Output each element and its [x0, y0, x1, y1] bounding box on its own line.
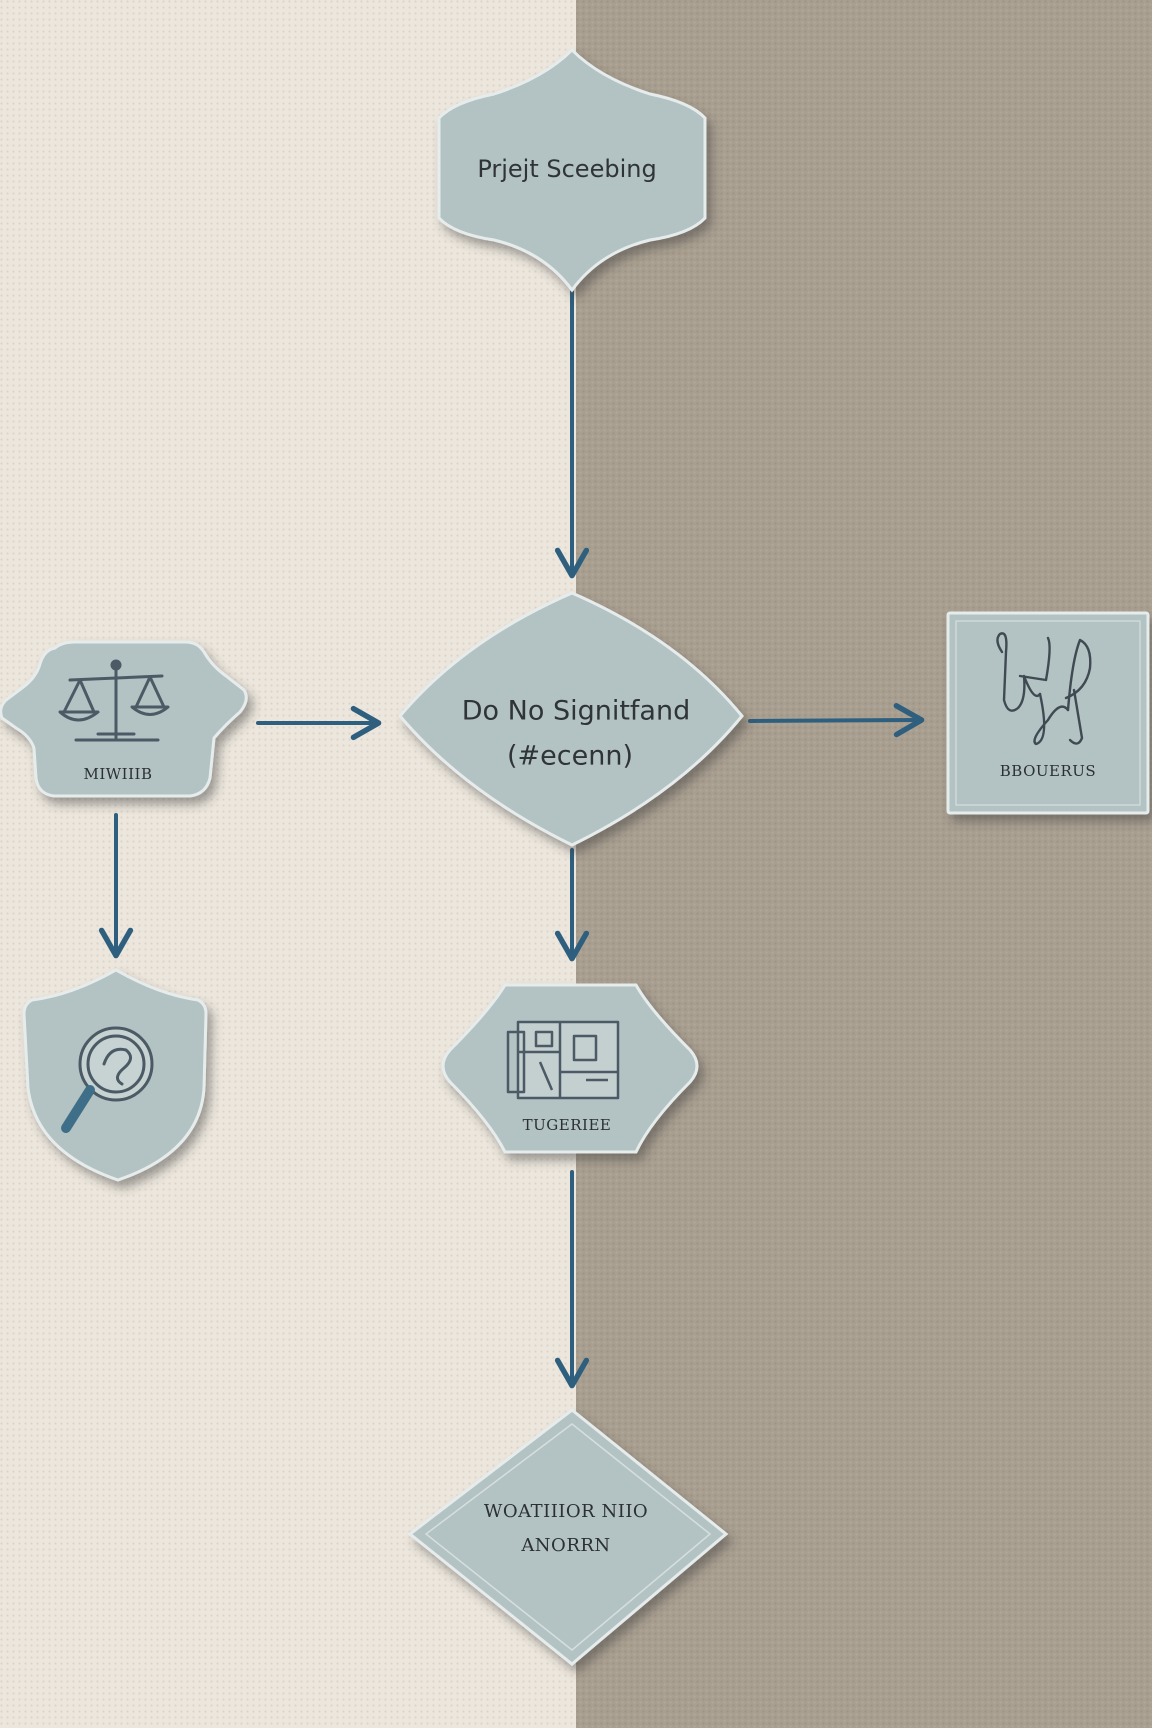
node-legal-label: MIWIIIB: [83, 765, 152, 783]
arrow-decision-to-outcome: [748, 703, 925, 738]
magnifier-icon: [61, 1026, 154, 1133]
node-assessment[interactable]: [407, 1408, 729, 1666]
node-assessment-line2: ANORRN: [520, 1535, 610, 1556]
node-assessment-line1: WOATIIIOR NIIO: [484, 1501, 648, 1522]
node-outcome-label: BBOUERUS: [1000, 762, 1096, 780]
node-legal[interactable]: [0, 640, 248, 798]
node-decision-line2: (#ecenn): [507, 741, 633, 772]
node-decision-line1: Do No Signitfand: [462, 696, 690, 727]
node-project-screening[interactable]: [437, 47, 707, 293]
node-decision[interactable]: [398, 591, 744, 847]
node-project-screening-label: Prjejt Sceebing: [477, 155, 656, 183]
signature-icon: [996, 632, 1092, 746]
connectors: [98, 290, 925, 1389]
scales-icon: [58, 659, 170, 742]
node-blueprint-label: TUGERIEE: [523, 1116, 612, 1134]
node-outcome[interactable]: [946, 611, 1150, 815]
blueprint-icon: [506, 1020, 620, 1100]
